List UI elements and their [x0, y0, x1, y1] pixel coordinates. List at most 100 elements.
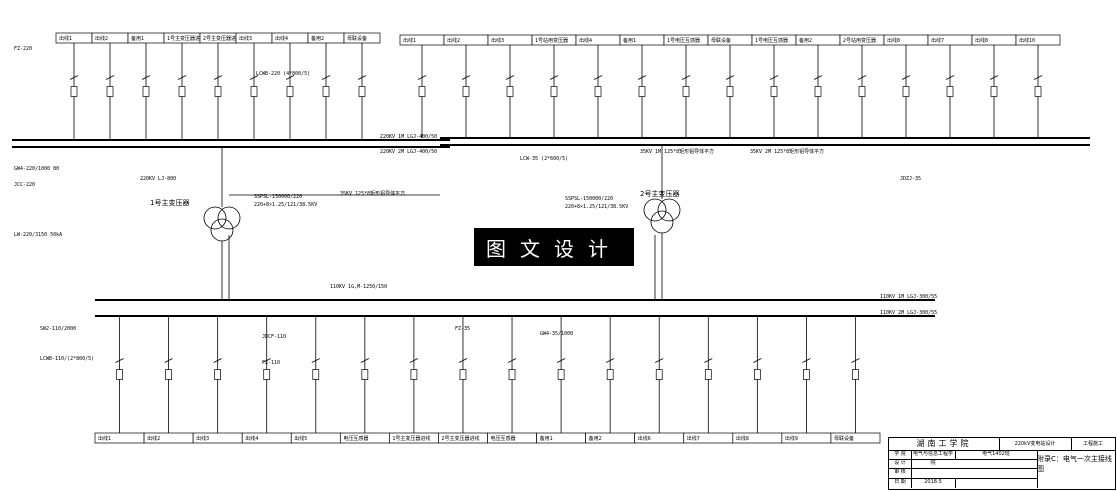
feeder-label: 备用1	[540, 435, 553, 442]
disconnector-symbol	[262, 358, 271, 363]
disconnector-symbol	[637, 75, 647, 80]
disconnector-symbol	[725, 75, 735, 80]
feeder-label: 电压互感器	[343, 435, 368, 442]
disconnector-symbol	[802, 358, 811, 363]
equipment-note: GW4-35/1000	[540, 331, 573, 337]
breaker-symbol	[508, 369, 516, 380]
breaker-symbol	[358, 86, 366, 97]
title-block-date: 2018.5	[911, 478, 956, 488]
feeder-label: 备用1	[131, 35, 144, 42]
disconnector-symbol	[69, 75, 79, 80]
feeder-label: 母联设备	[834, 435, 854, 442]
disconnector-symbol	[409, 358, 419, 363]
disconnector-symbol	[549, 75, 559, 80]
breaker-symbol	[263, 369, 271, 380]
design-banner: 图文设计	[474, 228, 634, 266]
breaker-symbol	[214, 86, 222, 97]
disconnector-symbol	[461, 75, 471, 80]
feeder-label: 1号电压互感器	[667, 37, 700, 44]
equipment-note: JDCF-110	[262, 334, 286, 340]
title-block-major: 工程施工	[1071, 438, 1115, 451]
feeder-label: 出线8	[736, 435, 749, 442]
disconnector-symbol	[655, 358, 664, 363]
feeder-label: 1号主变压器进线	[392, 435, 430, 442]
breaker-symbol	[459, 369, 467, 380]
title-block-row-4: 日 期	[889, 478, 912, 488]
feeder-label: 2号站用变压器	[843, 37, 876, 44]
breaker-symbol	[1034, 86, 1042, 97]
equipment-note: FZ-220	[14, 46, 32, 52]
equipment-note: FZ-110	[262, 360, 280, 366]
title-block-row-2-value	[911, 459, 1038, 469]
disconnector-symbol	[704, 358, 713, 363]
feeder-label: 1号主变压器进线	[167, 35, 205, 42]
breaker-symbol	[803, 369, 810, 380]
wiring-lines	[69, 43, 1043, 433]
tie-220kv-label: 220KV LJ-800	[140, 176, 176, 182]
breaker-symbol	[361, 369, 369, 380]
title-block-row-3-value	[911, 468, 1038, 479]
bus-110kv-1m-label: 110KV 1M LGJ-300/55	[880, 294, 937, 300]
equipment-note: LCW-35 (2*600/5)	[520, 156, 568, 162]
transformer-1-ratio: 220+8×1.25/121/38.5KV	[254, 202, 317, 208]
feeder-label: 备用1	[623, 37, 636, 44]
feeder-label: 出线5	[294, 435, 307, 442]
feeder-label: 2号主变压器进线	[441, 435, 479, 442]
transformer-2-ratio: 220+8×1.25/121/38.5KV	[565, 204, 628, 210]
breaker-symbol	[655, 369, 663, 380]
disconnector-symbol	[177, 75, 187, 80]
feeder-label: 出线7	[687, 435, 700, 442]
bus-35kv-2m-label: 35KV 2M 125*8矩形铝导体平方	[750, 148, 824, 155]
feeder-label: 母联设备	[711, 37, 731, 44]
feeder-label: 出线2	[95, 35, 108, 42]
title-block-row-4-extra	[955, 478, 1038, 488]
breaker-symbol	[902, 86, 910, 97]
disconnector-symbol	[556, 358, 566, 363]
feeder-label: 备用2	[589, 435, 602, 442]
breaker-symbol	[946, 86, 954, 97]
feeder-label: 出线4	[245, 435, 258, 442]
transformer-2-name: 2号主变压器	[640, 189, 679, 198]
breaker-symbol	[506, 86, 514, 97]
feeder-label: 出线8	[975, 37, 988, 44]
breaker-symbol	[418, 86, 426, 97]
feeder-label: 出线1	[59, 35, 72, 42]
title-block-school: 湖南工学院	[889, 438, 1000, 451]
breaker-symbol	[142, 86, 150, 97]
feeder-label: 出线7	[931, 37, 944, 44]
disconnector-symbol	[505, 75, 515, 80]
breaker-symbol	[606, 369, 614, 380]
disconnector-symbol	[901, 75, 911, 80]
disconnector-symbol	[311, 358, 320, 363]
breaker-symbol	[726, 86, 734, 97]
disconnector-symbol	[417, 75, 427, 80]
title-block-row-2: 设 计	[889, 459, 912, 469]
feeder-label: 1号站用变压器	[535, 37, 568, 44]
title-block-project: 220kV变电站设计	[999, 438, 1072, 451]
breaker-symbol	[770, 86, 778, 97]
disconnector-symbol	[989, 75, 999, 80]
disconnector-symbol	[681, 75, 691, 80]
title-block-department: 电气与信息工程学院	[911, 450, 956, 466]
disconnector-symbol	[753, 358, 762, 363]
disconnector-symbol	[851, 358, 860, 363]
breaker-symbol	[462, 86, 470, 97]
feeder-label: 出线9	[785, 435, 798, 442]
feeder-label: 备用2	[311, 35, 324, 42]
disconnector-symbol	[857, 75, 867, 80]
feeder-label: 电压互感器	[491, 435, 516, 442]
breaker-symbol	[858, 86, 866, 97]
disconnector-symbol	[458, 358, 468, 363]
transformer-1-name: 1号主变压器	[150, 198, 189, 207]
equipment-note: JCC-220	[14, 182, 35, 188]
disconnector-symbol	[285, 75, 295, 80]
bus-220kv-1m-label: 220KV 1M LGJ-400/50	[380, 134, 437, 140]
disconnector-symbol	[249, 75, 259, 80]
equipment-note: FZ-35	[455, 326, 470, 332]
equipment-note: GW4-220/1000 80	[14, 166, 59, 172]
disconnector-symbol	[213, 358, 222, 363]
breaker-symbol	[106, 86, 114, 97]
feeder-label: 1号电压互感器	[755, 37, 788, 44]
